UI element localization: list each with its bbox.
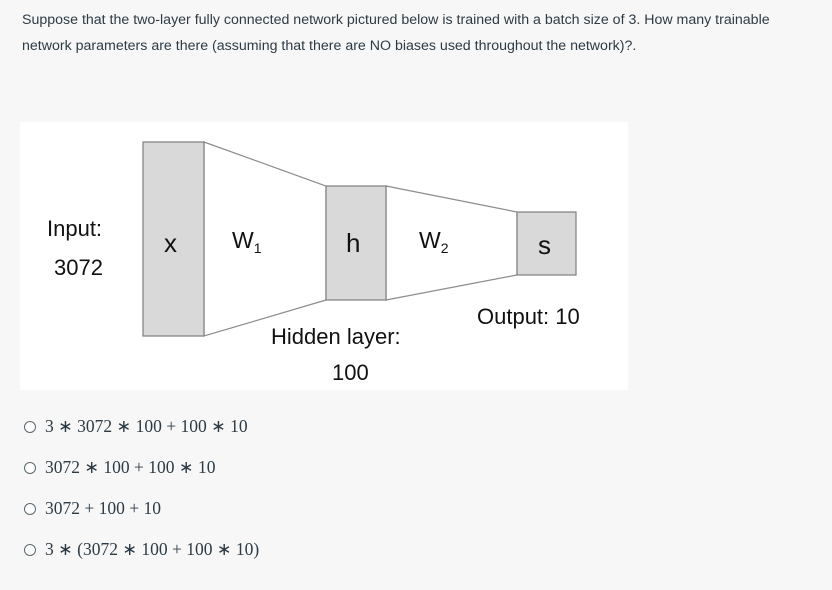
- answer-option-label: 3072 ∗ 100 + 100 ∗ 10: [45, 457, 216, 477]
- w1-label: W1: [232, 227, 262, 256]
- answer-option-4[interactable]: 3 ∗ (3072 ∗ 100 + 100 ∗ 10): [24, 529, 259, 570]
- w2-connection: [385, 185, 518, 301]
- w2-subscript: 2: [441, 240, 449, 256]
- answer-option-label: 3072 + 100 + 10: [45, 498, 161, 518]
- answer-option-1[interactable]: 3 ∗ 3072 ∗ 100 + 100 ∗ 10: [24, 406, 259, 447]
- answer-option-3[interactable]: 3072 + 100 + 10: [24, 488, 259, 529]
- hidden-layer-box: [325, 185, 387, 301]
- hidden-layer-value: 100: [332, 360, 369, 385]
- network-diagram: Input: 3072 x W1 h W2 s Output: 10 Hidde…: [20, 122, 628, 390]
- answer-option-label: 3 ∗ 3072 ∗ 100 + 100 ∗ 10: [45, 416, 248, 436]
- w1-connection: [203, 141, 327, 337]
- output-label: Output: 10: [477, 304, 580, 329]
- w2-label: W2: [419, 227, 449, 256]
- output-layer-box: [516, 211, 577, 276]
- radio-unchecked-icon[interactable]: [24, 502, 36, 515]
- answer-option-2[interactable]: 3072 ∗ 100 + 100 ∗ 10: [24, 447, 259, 488]
- radio-unchecked-icon[interactable]: [24, 420, 36, 433]
- answer-options: 3 ∗ 3072 ∗ 100 + 100 ∗ 10 3072 ∗ 100 + 1…: [24, 406, 259, 570]
- network-diagram-svg: Input: 3072 x W1 h W2 s Output: 10 Hidde…: [47, 141, 580, 385]
- radio-unchecked-icon[interactable]: [24, 543, 36, 556]
- h-label: h: [346, 228, 360, 258]
- input-label: Input:: [47, 216, 102, 241]
- w2-main: W: [419, 227, 441, 253]
- radio-unchecked-icon[interactable]: [24, 461, 36, 474]
- hidden-layer-label: Hidden layer:: [271, 324, 401, 349]
- w1-subscript: 1: [254, 240, 262, 256]
- question-text: Suppose that the two-layer fully connect…: [22, 12, 770, 54]
- s-label: s: [538, 230, 551, 260]
- input-value: 3072: [54, 255, 103, 280]
- input-layer-box: [142, 141, 205, 337]
- w1-main: W: [232, 227, 254, 253]
- x-label: x: [164, 228, 177, 258]
- answer-option-label: 3 ∗ (3072 ∗ 100 + 100 ∗ 10): [45, 539, 260, 559]
